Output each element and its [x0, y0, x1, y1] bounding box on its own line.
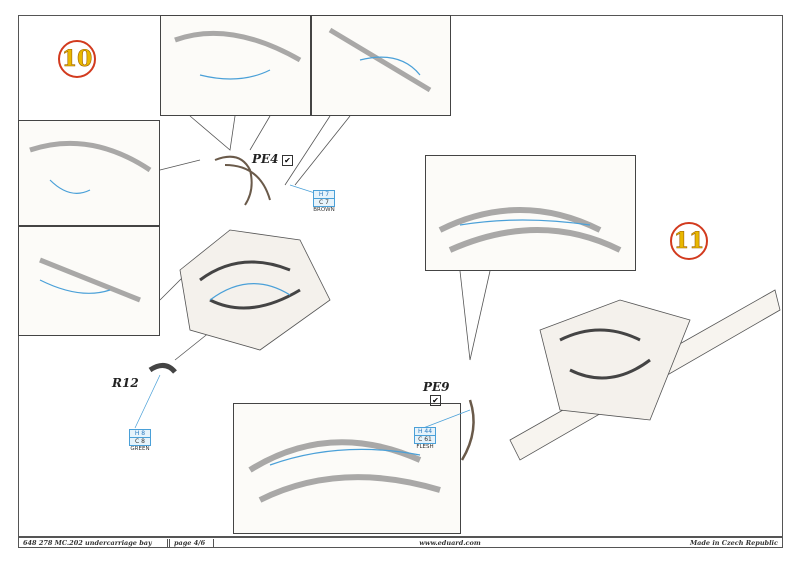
checkbox-pe9[interactable]: ✔: [430, 395, 441, 406]
paint-code-green: H 8 C 8 GREEN: [129, 429, 151, 452]
step-number-10: 10: [58, 40, 96, 78]
footer-origin: Made in Czech Republic: [689, 538, 778, 547]
paint-color-name: BROWN: [313, 207, 335, 213]
paint-code-c: C 7: [313, 199, 335, 207]
paint-code-h: H 8: [129, 429, 151, 438]
paint-color-name: GREEN: [130, 446, 150, 452]
paint-code-c: C 8: [129, 438, 151, 446]
paint-color-name: FLESH: [416, 444, 434, 450]
footer-page: page 4/6: [170, 538, 214, 547]
paint-code-brown: H 7 C 7 BROWN: [313, 190, 335, 213]
paint-code-h: H 44: [414, 427, 436, 436]
part-label-r12: R12: [112, 376, 139, 390]
detail-inset-3: [18, 120, 160, 226]
paint-code-h: H 7: [313, 190, 335, 199]
wire-lines: [39, 56, 591, 466]
detail-inset-6: [233, 403, 461, 534]
footer: 648 278 MC.202 undercarriage bay page 4/…: [18, 537, 783, 548]
callout-lines: [189, 115, 351, 186]
detail-inset-1: [160, 15, 311, 116]
checkbox-pe4[interactable]: ✔: [282, 155, 293, 166]
paint-code-c: C 61: [414, 436, 436, 444]
step-number-11: 11: [670, 222, 708, 260]
footer-url[interactable]: www.eduard.com: [419, 538, 481, 547]
part-label-pe4: PE4: [252, 152, 279, 166]
footer-kit: 648 278 MC.202 undercarriage bay: [19, 538, 170, 547]
paint-code-flesh: H 44 C 61 FLESH: [414, 427, 436, 450]
part-label-pe9: PE9: [423, 380, 450, 394]
